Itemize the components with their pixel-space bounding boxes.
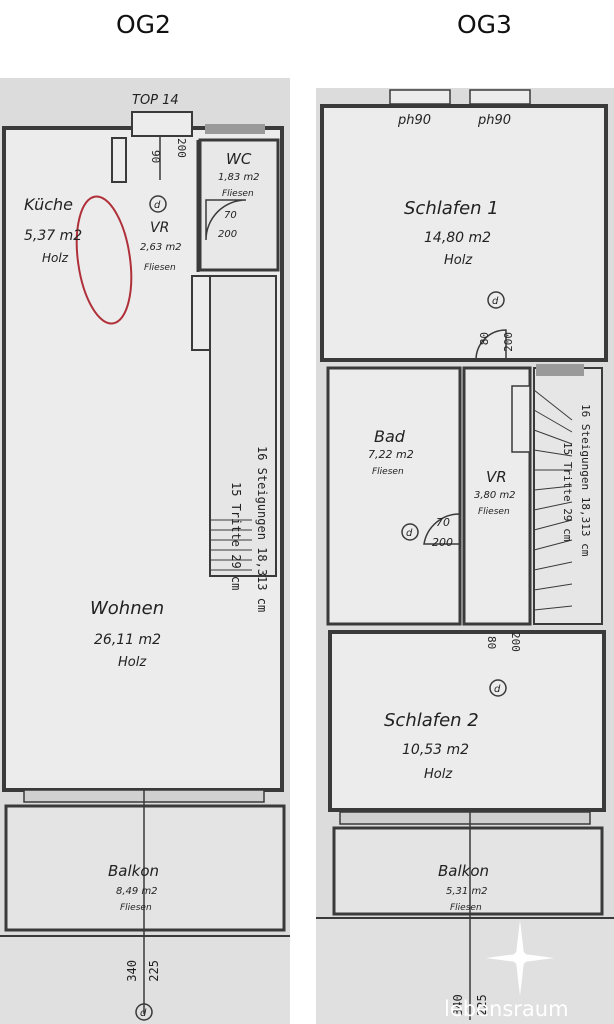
og2-lower-area <box>0 936 290 1024</box>
og2-red-annotation <box>75 195 133 325</box>
og2-marker: d <box>154 200 161 211</box>
og3-stair-window <box>536 364 584 376</box>
og3-schlafen2-name: Schlafen 2 <box>384 710 479 731</box>
og2-vr-area: 2,63 m2 <box>140 242 182 253</box>
og2-marker-circle <box>149 195 167 213</box>
og3-heading: OG3 <box>457 10 512 39</box>
og3-stair-steps <box>533 389 573 611</box>
og3-bad-door <box>423 513 461 545</box>
og2-wc-area: 1,83 m2 <box>218 172 260 183</box>
og3-bad-name: Bad <box>374 427 406 446</box>
og3-stair-rail <box>511 385 531 453</box>
og2-wc-name: WC <box>226 150 252 168</box>
og2-balkon-dim-1: 340 <box>125 960 139 982</box>
og3-staircase <box>533 367 603 625</box>
og3-marker-2-circle <box>489 679 507 697</box>
og3-marker-bad-circle <box>401 523 419 541</box>
og2-wc-door-h: 200 <box>218 229 237 240</box>
og3-schlafen1-name: Schlafen 1 <box>404 198 499 219</box>
og2-balkon-name: Balkon <box>108 862 159 880</box>
og2-kueche-area: 5,37 m2 <box>24 228 82 244</box>
og3-vr-area: 3,80 m2 <box>474 490 516 501</box>
og3-schlafen1-area: 14,80 m2 <box>424 230 491 246</box>
og3-vr-name: VR <box>486 468 507 486</box>
og2-balkon-area-text: 8,49 m2 <box>116 886 158 897</box>
og2-balkon-marker-circle <box>135 1003 153 1021</box>
og3-marker-bad: d <box>406 528 413 539</box>
og2-balkon-area <box>4 804 286 932</box>
og3-bad-floor: Fliesen <box>372 467 404 477</box>
og2-wc-door <box>205 199 247 241</box>
og3-bad-room <box>326 366 462 626</box>
og2-wohnen-name: Wohnen <box>90 598 164 619</box>
og2-stair-rail <box>191 275 211 351</box>
og2-door-height: 200 <box>175 138 188 158</box>
og2-wc-floor: Fliesen <box>222 189 254 199</box>
og3-window-left <box>389 89 451 105</box>
og3-balkon-door <box>339 811 591 825</box>
og2-wc-door-w: 70 <box>224 210 237 221</box>
og2-heading: OG2 <box>116 10 171 39</box>
og2-balkon-marker: d <box>140 1008 147 1019</box>
og2-door-frame <box>111 137 127 183</box>
og3-balkon-dim-2: 225 <box>475 994 489 1016</box>
og3-bad-area: 7,22 m2 <box>368 448 414 461</box>
og3-lower-area <box>316 918 614 1024</box>
og2-staircase <box>209 275 277 577</box>
og2-plan: TOP 14 Küche 5,37 m2 Holz WC 1,83 m2 Fli… <box>0 78 290 1024</box>
og2-vr-name: VR <box>150 220 169 236</box>
og2-wohnen-floor: Holz <box>118 655 147 670</box>
og3-s1-door-w: 80 <box>478 332 491 345</box>
og2-kueche-floor: Holz <box>42 251 69 265</box>
og2-wc-window <box>205 124 265 134</box>
og3-s1-door-h: 200 <box>502 332 515 352</box>
og2-balkon-dim-2: 225 <box>147 960 161 982</box>
og3-marker-2: d <box>494 684 501 695</box>
og3-stair-text-1: 16 Steigungen 18,313 cm <box>579 404 592 557</box>
og3-bad-door-h: 200 <box>432 536 453 549</box>
og3-marker-1-circle <box>487 291 505 309</box>
og3-balkon-area <box>332 826 604 916</box>
og2-stair-steps <box>210 519 252 571</box>
og3-balkon-floor: Fliesen <box>450 903 482 913</box>
og3-plan: ph90 ph90 Schlafen 1 14,80 m2 Holz d 80 … <box>316 88 614 1024</box>
og3-schlafen1-room <box>320 104 608 362</box>
og2-balkon-floor: Fliesen <box>120 903 152 913</box>
og2-stair-text-2: 15 Tritte 29 cm <box>229 482 243 590</box>
og3-s2-door-w: 80 <box>485 636 498 649</box>
og3-window-right <box>469 89 531 105</box>
og3-window-left-label: ph90 <box>397 113 431 128</box>
og3-marker-1: d <box>492 296 499 307</box>
og3-schlafen1-door <box>475 329 507 361</box>
watermark: lebensraum <box>444 997 569 1021</box>
og3-schlafen2-area: 10,53 m2 <box>402 742 469 758</box>
og2-entry <box>131 111 193 137</box>
og3-balkon-area-text: 5,31 m2 <box>446 886 488 897</box>
watermark-star-icon <box>486 920 554 996</box>
og2-wohnen-area: 26,11 m2 <box>94 632 161 648</box>
og2-door-width: 90 <box>149 150 162 163</box>
og2-wc-room <box>198 138 280 272</box>
og2-vr-floor: Fliesen <box>144 263 176 273</box>
og3-schlafen2-room <box>328 630 606 812</box>
og2-unit-label: TOP 14 <box>132 93 179 108</box>
og3-stair-text-2: 15 Tritte 29 cm <box>561 442 574 542</box>
og3-schlafen1-floor: Holz <box>444 253 473 268</box>
og3-vr-floor: Fliesen <box>478 507 510 517</box>
og3-schlafen2-floor: Holz <box>424 767 453 782</box>
og3-balkon-name: Balkon <box>438 862 489 880</box>
og3-window-right-label: ph90 <box>477 113 511 128</box>
og2-stair-text-1: 16 Steigungen 18,313 cm <box>255 446 269 612</box>
og3-balkon-dim-1: 340 <box>451 994 465 1016</box>
og2-kueche-name: Küche <box>24 195 73 214</box>
og3-s2-door-h: 200 <box>509 632 522 652</box>
og3-bad-door-w: 70 <box>436 516 450 529</box>
